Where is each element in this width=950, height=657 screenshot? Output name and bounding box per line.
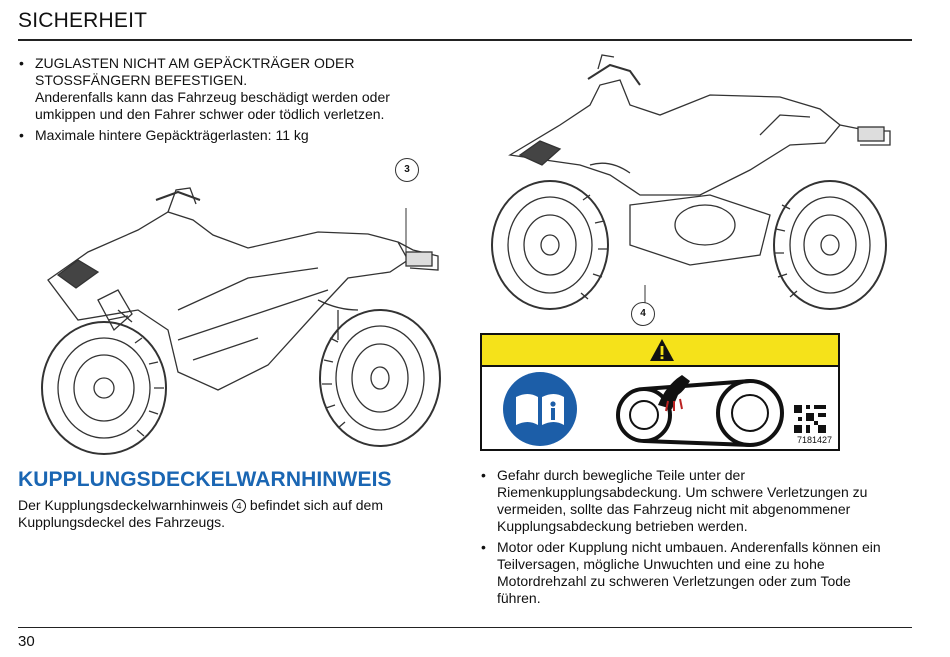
header-rule bbox=[18, 39, 912, 41]
rear-wheel bbox=[319, 309, 441, 447]
text-line: Riemenkupplungsabdeckung. Um schwere Ver… bbox=[497, 484, 868, 500]
right-bullet-list: Gefahr durch bewegliche Teile unter der … bbox=[480, 467, 910, 611]
list-item: Motor oder Kupplung nicht umbauen. Ander… bbox=[480, 539, 910, 607]
page-number: 30 bbox=[18, 633, 35, 650]
rear-wheel bbox=[773, 180, 887, 310]
read-manual-icon bbox=[503, 372, 577, 446]
warning-band bbox=[482, 335, 838, 367]
list-item: Maximale hintere Gepäckträgerlasten: 11 … bbox=[18, 127, 438, 144]
atv-illustration-left bbox=[41, 187, 441, 455]
text-line: STOSSFÄNGERN BEFESTIGEN. bbox=[35, 72, 248, 88]
text-line: vermeiden, sollte das Fahrzeug nicht mit… bbox=[497, 501, 851, 517]
left-bullet-list: ZUGLASTEN NICHT AM GEPÄCKTRÄGER ODER STO… bbox=[18, 55, 438, 148]
callout-reference: 4 bbox=[232, 499, 247, 513]
text-line: Teilversagen, mögliche Unwuchten und ein… bbox=[497, 556, 825, 572]
body-text: Kupplungsdeckel des Fahrzeugs. bbox=[18, 514, 226, 530]
text-line: ZUGLASTEN NICHT AM GEPÄCKTRÄGER ODER bbox=[35, 55, 355, 71]
label-part-number: 7181427 bbox=[796, 435, 832, 445]
section-body: Der Kupplungsdeckelwarnhinweis 4 befinde… bbox=[18, 497, 383, 531]
text-line: Gefahr durch bewegliche Teile unter der bbox=[497, 467, 746, 483]
qr-code-icon bbox=[794, 405, 826, 433]
text-line: umkippen und den Fahrer schwer oder tödl… bbox=[35, 106, 385, 122]
page-title: SICHERHEIT bbox=[18, 9, 148, 32]
body-outline bbox=[508, 79, 841, 196]
text-line: Maximale hintere Gepäckträgerlasten: 11 … bbox=[35, 127, 309, 143]
text-line: Kupplungsabdeckung betrieben werden. bbox=[497, 518, 748, 534]
list-item: Gefahr durch bewegliche Teile unter der … bbox=[480, 467, 910, 535]
body-text: Der Kupplungsdeckelwarnhinweis bbox=[18, 497, 229, 513]
footer-rule bbox=[18, 627, 912, 628]
callout-clutch: 4 bbox=[631, 302, 655, 326]
text-line: führen. bbox=[497, 590, 541, 606]
text-line: Anderenfalls kann das Fahrzeug beschädig… bbox=[35, 89, 390, 105]
list-item: ZUGLASTEN NICHT AM GEPÄCKTRÄGER ODER STO… bbox=[18, 55, 438, 123]
front-wheel bbox=[41, 321, 167, 455]
section-heading: KUPPLUNGSDECKELWARNHINWEIS bbox=[18, 468, 392, 491]
clutch-warning-label: 7181427 bbox=[480, 333, 840, 451]
body-text: befindet sich auf dem bbox=[249, 497, 383, 513]
callout-rack: 3 bbox=[395, 158, 419, 182]
front-wheel bbox=[491, 180, 609, 310]
text-line: Motor oder Kupplung nicht umbauen. Ander… bbox=[497, 539, 881, 555]
text-line: Motordrehzahl zu schweren Verletzungen o… bbox=[497, 573, 851, 589]
atv-illustration-right bbox=[491, 54, 891, 310]
warning-triangle-icon bbox=[650, 339, 674, 361]
belt-hazard-icon bbox=[616, 375, 784, 447]
